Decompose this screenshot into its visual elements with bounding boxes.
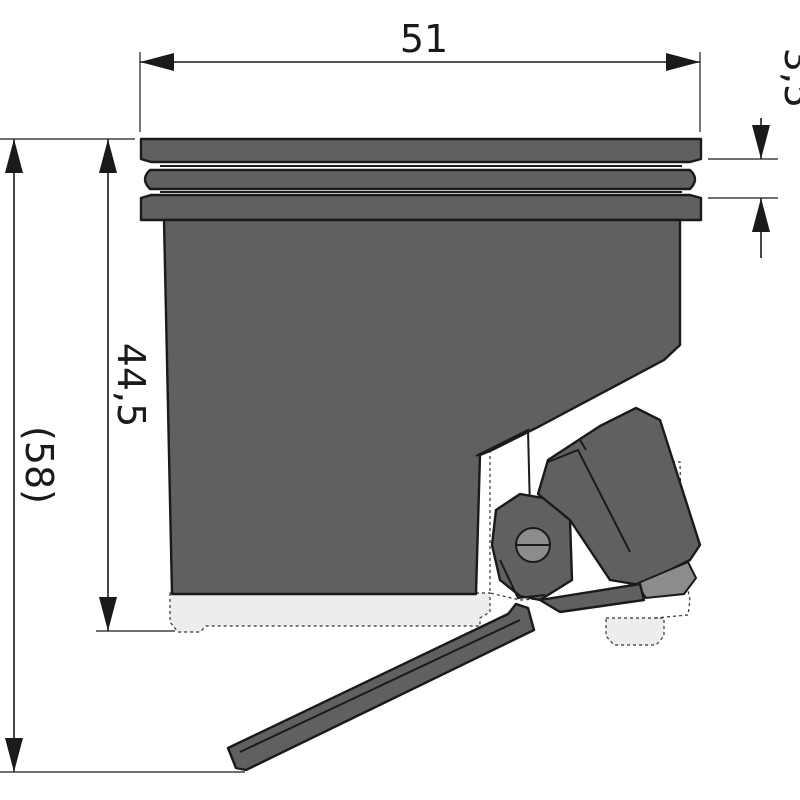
trap-body xyxy=(162,218,682,596)
top-flange xyxy=(139,137,703,164)
dimension-total-height: (58) xyxy=(0,138,245,773)
bottom-flange xyxy=(139,193,703,222)
lever-arm-body xyxy=(226,602,536,772)
seal-ring-group xyxy=(139,137,703,222)
lever-arm xyxy=(226,602,536,772)
dimension-width-label: 51 xyxy=(400,17,448,61)
body-shell xyxy=(162,218,682,596)
hinge-assembly xyxy=(490,492,574,602)
flap-tab xyxy=(538,582,646,614)
dimension-body-height-label: 44,5 xyxy=(109,343,153,428)
dimension-seal-label: 3,5 xyxy=(776,48,800,108)
dimension-body-height: 44,5 xyxy=(96,139,175,632)
flap-cap xyxy=(536,406,702,614)
dimension-width: 51 xyxy=(139,17,701,132)
dimension-seal: 3,5 xyxy=(708,48,800,258)
seal-ring xyxy=(143,168,697,191)
flap-plug xyxy=(634,560,698,600)
dimension-total-height-label: (58) xyxy=(17,426,61,504)
